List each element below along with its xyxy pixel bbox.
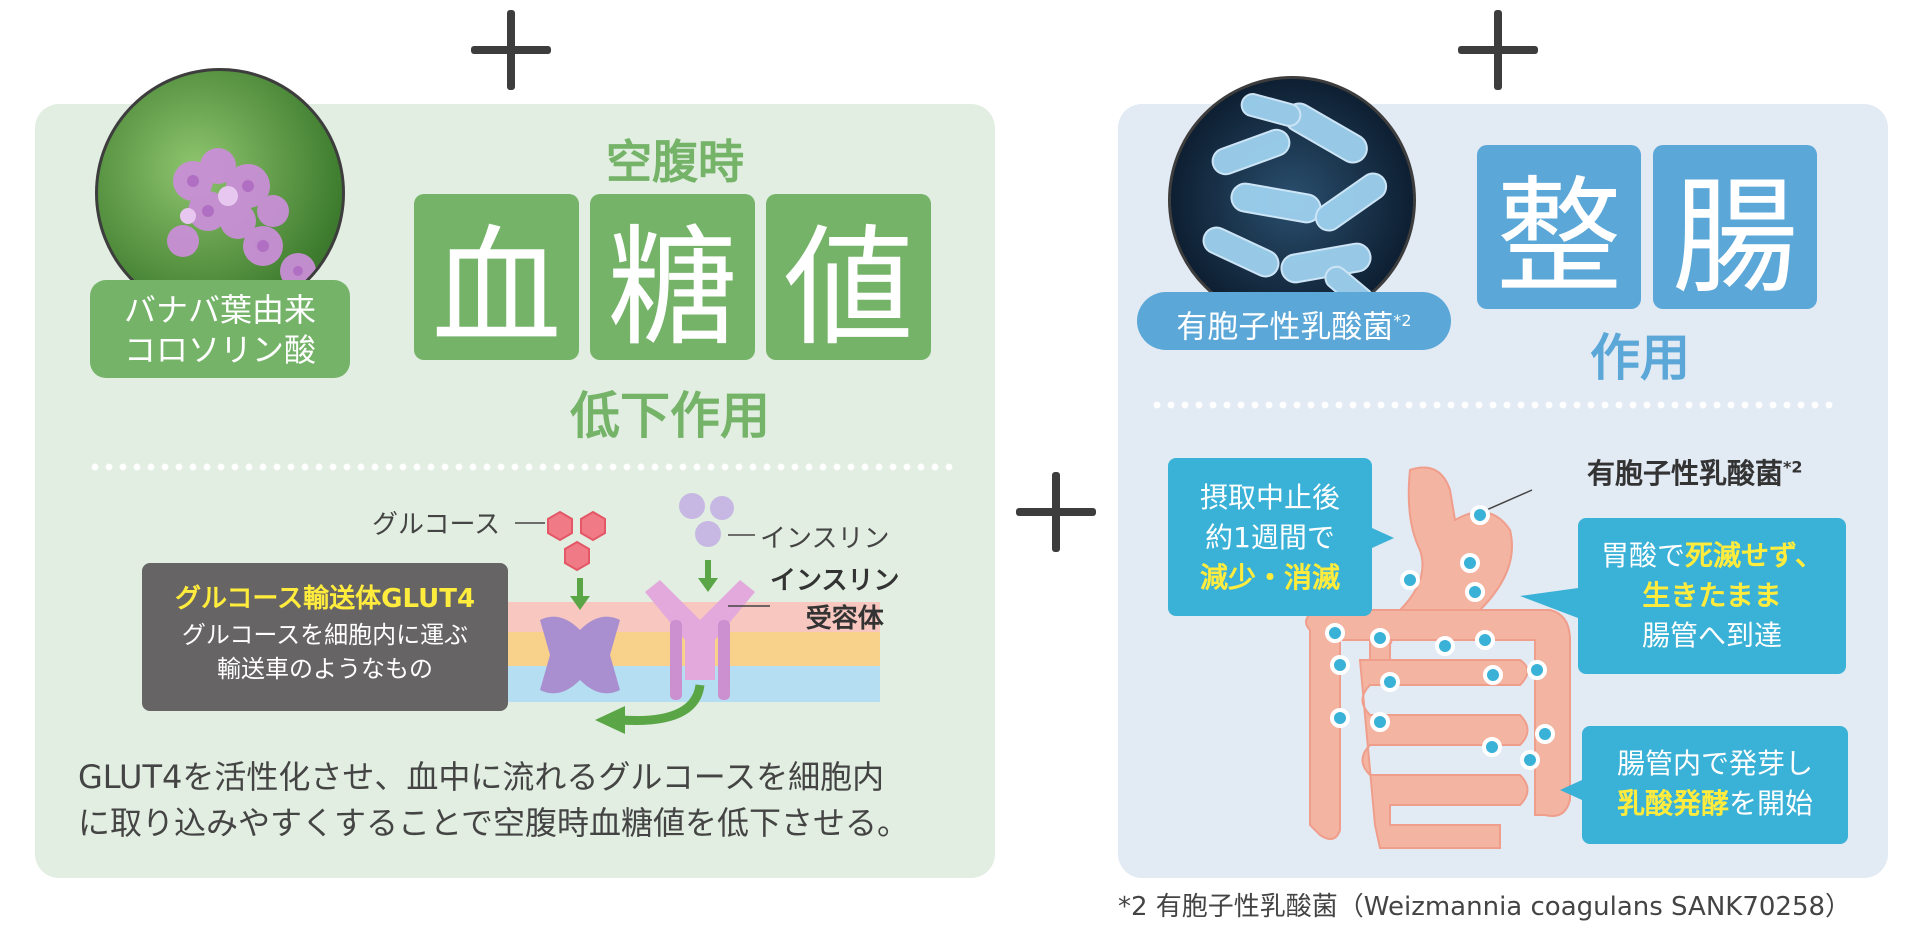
receptor-label-line2: 受容体: [805, 604, 884, 634]
callout-pointer: [1560, 780, 1582, 800]
receptor-label: インスリン 受容体: [770, 562, 899, 638]
callout-germinate-line1: 腸管内で発芽し: [1616, 747, 1813, 780]
subtitle-action: 作用: [1590, 329, 1690, 387]
subtitle-fasting: 空腹時: [606, 135, 744, 189]
divider-dots: [1150, 401, 1836, 409]
callout-germinate-post: を開始: [1729, 787, 1814, 820]
divider-dots: [88, 463, 958, 471]
callout-decrease: 摂取中止後 約1週間で 減少・消滅: [1168, 458, 1372, 616]
glut4-title: グルコース輸送体GLUT4: [174, 584, 476, 614]
kanji-box-2: 糖: [590, 194, 755, 364]
kanji-box-1: 血: [414, 194, 579, 364]
kanji-box-3: 値: [766, 194, 931, 364]
ingredient-label-line1: バナバ葉由来: [123, 291, 316, 329]
bacteria-label: 有胞子性乳酸菌*2: [1587, 452, 1803, 492]
flower-photo: [95, 68, 345, 318]
ingredient-label-text: 有胞子性乳酸菌: [1176, 309, 1394, 346]
callout-decrease-highlight: 減少・消滅: [1199, 561, 1340, 594]
glucose-label: グルコース: [372, 510, 501, 540]
callout-decrease-line2: 約1週間で: [1205, 521, 1335, 554]
receptor-label-line1: インスリン: [770, 566, 900, 596]
ingredient-label-line2: コロソリン酸: [123, 331, 316, 369]
callout-decrease-line1: 摂取中止後: [1199, 481, 1340, 514]
callout-germinate: 腸管内で発芽し 乳酸発酵を開始: [1582, 726, 1848, 844]
ingredient-label-banaba: バナバ葉由来 コロソリン酸: [90, 280, 350, 378]
callout-germinate-hl: 乳酸発酵: [1616, 787, 1729, 820]
kanji-box-cho: 腸: [1653, 145, 1817, 311]
callout-pointer: [1520, 588, 1578, 618]
subtitle-lowering: 低下作用: [570, 387, 770, 445]
insulin-label: インスリン: [760, 524, 890, 554]
glut4-desc-line1: グルコースを細胞内に運ぶ: [181, 621, 469, 649]
callout-pointer: [1372, 528, 1394, 548]
left-description-line1: GLUT4を活性化させ、血中に流れるグルコースを細胞内: [78, 758, 885, 796]
ingredient-label-sup: *2: [1393, 311, 1412, 330]
left-description: GLUT4を活性化させ、血中に流れるグルコースを細胞内 に取り込みやすくすること…: [78, 754, 978, 846]
glut4-callout: グルコース輸送体GLUT4 グルコースを細胞内に運ぶ 輸送車のようなもの: [142, 563, 508, 711]
plus-icon: [471, 10, 551, 90]
plus-icon: [1016, 472, 1096, 552]
kanji-box-sei: 整: [1477, 145, 1641, 311]
callout-survive-hl1: 死滅せず、: [1684, 539, 1824, 572]
left-description-line2: に取り込みやすくすることで空腹時血糖値を低下させる。: [78, 804, 910, 842]
bacteria-label-sup: *2: [1783, 457, 1803, 477]
callout-survive-line1: 胃酸で死滅せず、: [1578, 536, 1846, 576]
callout-survive-pre: 胃酸で: [1600, 539, 1685, 572]
glut4-desc-line2: 輸送車のようなもの: [217, 655, 433, 683]
footnote: *2 有胞子性乳酸菌（Weizmannia coagulans SANK7025…: [1118, 892, 1852, 922]
callout-survive-hl2: 生きたまま: [1642, 579, 1782, 612]
bacteria-label-text: 有胞子性乳酸菌: [1587, 457, 1784, 490]
bacteria-photo: [1168, 76, 1416, 324]
plus-icon: [1458, 10, 1538, 90]
callout-survive: 胃酸で死滅せず、 生きたまま 腸管へ到達: [1578, 518, 1846, 674]
ingredient-label-bacteria: 有胞子性乳酸菌*2: [1137, 292, 1451, 350]
intestine-diagram: [1305, 466, 1571, 849]
callout-survive-line3: 腸管へ到達: [1641, 619, 1782, 652]
